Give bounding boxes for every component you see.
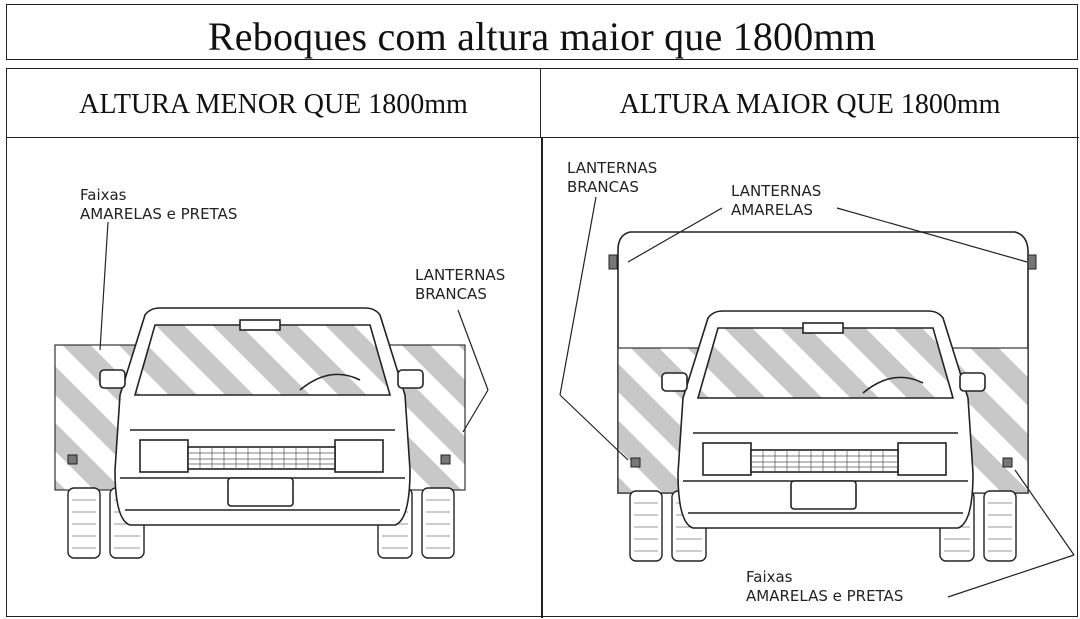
left-car-body (99, 307, 424, 526)
right-brancas-label-line1: LANTERNAS (567, 159, 657, 177)
left-tail-light-left (67, 454, 78, 465)
right-amber-light-right (1027, 254, 1037, 270)
right-amber-light-left (608, 254, 618, 270)
left-lanternas-label-line2: BRANCAS (415, 285, 487, 303)
left-lanternas-label-line1: LANTERNAS (415, 266, 505, 284)
right-amarelas-label-line2: AMARELAS (731, 201, 813, 219)
column-header-left-text: ALTURA MENOR QUE 1800mm (79, 89, 468, 120)
right-amarelas-label-line1: LANTERNAS (731, 182, 821, 200)
right-brancas-label-line2: BRANCAS (567, 178, 639, 196)
column-divider (541, 138, 543, 618)
right-car-body (661, 310, 986, 529)
title-box: Reboques com altura maior que 1800mm (6, 4, 1078, 60)
right-faixas-label-line1: Faixas (746, 568, 793, 586)
right-vehicle-drawing: LANTERNAS BRANCAS LANTERNAS AMARELAS Fai… (559, 159, 1075, 605)
right-faixas-label-line2: AMARELAS e PRETAS (746, 587, 903, 605)
left-faixas-label-line1: Faixas (80, 186, 127, 204)
left-faixas-label-line2: AMARELAS e PRETAS (80, 205, 237, 223)
left-vehicle-drawing: Faixas AMARELAS e PRETAS LANTERNAS BRANC… (54, 186, 505, 559)
column-header-left: ALTURA MENOR QUE 1800mm (7, 69, 541, 138)
comparison-table: ALTURA MENOR QUE 1800mm ALTURA MAIOR QUE… (6, 68, 1079, 618)
right-tail-light-right (1002, 457, 1013, 468)
column-header-right: ALTURA MAIOR QUE 1800mm (541, 69, 1079, 138)
column-header-right-text: ALTURA MAIOR QUE 1800mm (619, 89, 1001, 120)
left-tail-light-right (440, 454, 451, 465)
right-tail-light-left (630, 457, 641, 468)
page-title: Reboques com altura maior que 1800mm (207, 14, 877, 59)
